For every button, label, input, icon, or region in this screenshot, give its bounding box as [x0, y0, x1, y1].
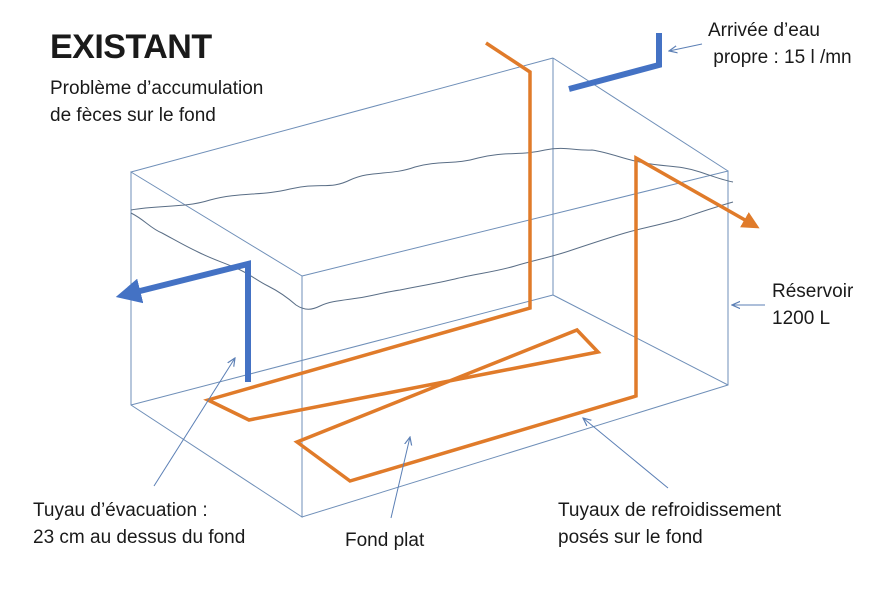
problem-label-line2: de fèces sur le fond: [50, 105, 216, 126]
callout-floor: [390, 437, 410, 519]
callout-lines: [153, 43, 765, 519]
cooling-pipes: [203, 41, 760, 483]
callout-cooling: [583, 418, 669, 489]
water-surface-front: [130, 201, 734, 310]
tank-back-top-right: [552, 57, 729, 172]
page-title: EXISTANT: [50, 28, 212, 66]
cooling-label-line2: posés sur le fond: [558, 527, 703, 548]
tank-front-face: [130, 171, 303, 518]
problem-label: Problème d’accumulation de fèces sur le …: [50, 75, 263, 129]
inlet-label-line1: Arrivée d’eau: [708, 20, 820, 41]
tank-box: [130, 57, 729, 518]
tank-back-top-left: [130, 57, 554, 173]
inlet-label-line2: propre : 15 l /mn: [708, 47, 852, 68]
water-inlet-pipe: [568, 33, 662, 92]
drain-label: Tuyau d’évacuation : 23 cm au dessus du …: [33, 497, 245, 551]
water-surface: [130, 147, 734, 310]
tank-label: Réservoir 1200 L: [772, 278, 853, 332]
callout-inlet: [669, 43, 703, 51]
cooling-label: Tuyaux de refroidissement posés sur le f…: [558, 497, 781, 551]
tank-label-line2: 1200 L: [772, 308, 831, 329]
callout-drain: [153, 358, 235, 487]
inlet-label: Arrivée d’eau propre : 15 l /mn: [708, 17, 852, 71]
cooling-label-line1: Tuyaux de refroidissement: [558, 500, 782, 521]
drain-pipe: [115, 260, 251, 382]
tank-label-line1: Réservoir: [772, 281, 854, 302]
problem-label-line1: Problème d’accumulation: [50, 78, 264, 99]
tank-back-bottom-left: [130, 294, 554, 406]
floor-label: Fond plat: [345, 530, 425, 551]
water-surface-back: [130, 147, 734, 211]
tank-back-bottom-right: [552, 294, 729, 386]
cooling-pipe-inlet-run: [203, 41, 760, 483]
drain-label-line2: 23 cm au dessus du fond: [33, 527, 246, 548]
drain-label-line1: Tuyau d’évacuation :: [33, 500, 208, 521]
